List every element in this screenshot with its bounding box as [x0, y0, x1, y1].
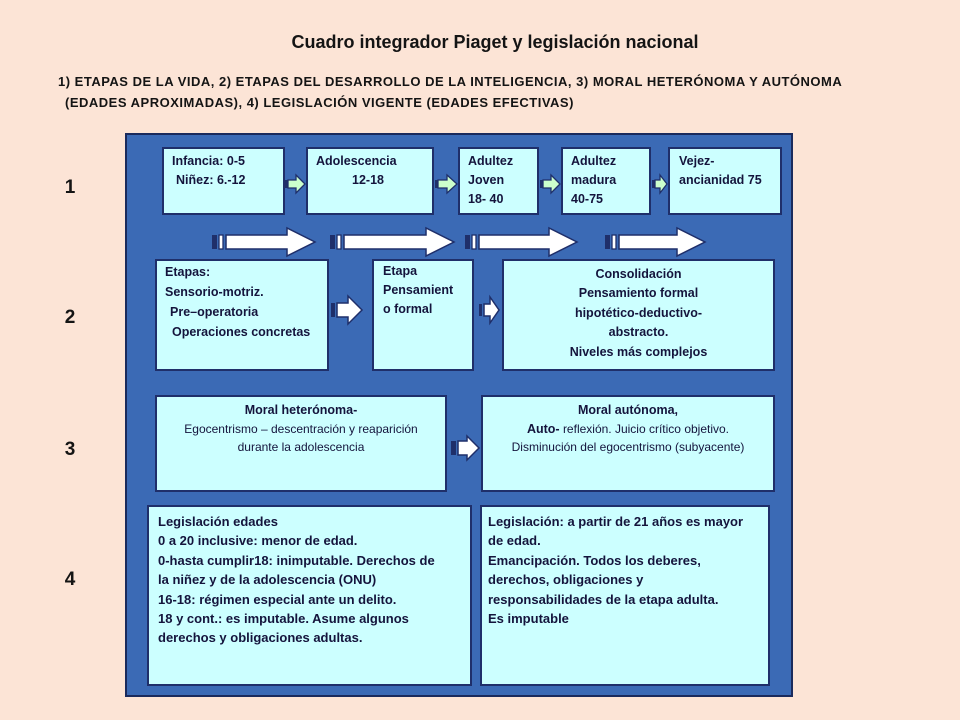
box-moral-autonoma: Moral autónoma, Auto- reflexión. Juicio …	[481, 395, 775, 492]
row-label-2: 2	[64, 307, 76, 328]
subtitle-line-2: (EDADES APROXIMADAS), 4) LEGISLACIÓN VIG…	[65, 95, 574, 110]
box-moral-heteronoma: Moral heterónoma- Egocentrismo – descent…	[155, 395, 447, 492]
box-heading: Moral autónoma,	[577, 403, 678, 417]
box-adultez-madura: Adultez madura 40-75	[561, 147, 651, 215]
box-line: reflexión. Juicio crítico objetivo.	[562, 422, 730, 436]
box-line: Pensamiento formal	[578, 286, 699, 301]
box-line-bold-part: Auto-	[526, 422, 560, 436]
box-line: o formal	[383, 302, 433, 316]
box-adultez-joven: Adultez Joven 18- 40	[458, 147, 539, 215]
box-line: Joven	[468, 173, 505, 187]
box-line: Vejez-	[679, 154, 715, 168]
row-label-1: 1	[64, 177, 76, 198]
box-line: 16-18: régimen especial ante un delito.	[158, 591, 397, 607]
box-line: abstracto.	[608, 325, 669, 340]
box-line: Legislación: a partir de 21 años es mayo…	[488, 514, 744, 529]
slide-title: Cuadro integrador Piaget y legislación n…	[291, 32, 699, 52]
box-line: Adultez	[571, 154, 617, 168]
box-line: Disminución del egocentrismo (subyacente…	[511, 440, 745, 454]
box-line: madura	[571, 173, 617, 187]
box-line: Etapa	[383, 264, 418, 278]
box-line: durante la adolescencia	[237, 440, 365, 454]
row-label-4: 4	[64, 569, 76, 590]
box-line: la niñez y de la adolescencia (ONU)	[158, 572, 377, 588]
box-adolescencia: Adolescencia 12-18	[306, 147, 434, 215]
box-line: Sensorio-motriz.	[165, 285, 264, 299]
box-line: derechos y obligaciones adultas.	[158, 630, 363, 646]
box-line: Operaciones concretas	[172, 325, 311, 339]
box-line: Egocentrismo – descentración y reaparici…	[184, 422, 418, 436]
box-line: derechos, obligaciones y	[488, 572, 644, 588]
box-line: Consolidación	[595, 267, 682, 281]
box-etapas-piaget: Etapas: Sensorio-motriz. Pre–operatoria …	[155, 259, 329, 371]
box-line: Emancipación. Todos los deberes,	[488, 552, 701, 568]
box-legislacion-edades: Legislación edades 0 a 20 inclusive: men…	[147, 505, 472, 686]
box-line: Pre–operatoria	[170, 305, 259, 319]
box-line: 40-75	[571, 192, 603, 206]
box-line: Infancia: 0-5	[172, 154, 245, 168]
box-line: Es imputable	[488, 611, 569, 627]
box-pensamiento-formal: Etapa Pensamient o formal	[372, 259, 474, 371]
box-line: Etapas:	[165, 265, 211, 279]
box-line: Pensamient	[383, 283, 454, 297]
box-consolidacion: Consolidación Pensamiento formal hipotét…	[502, 259, 775, 371]
box-line: 0-hasta cumplir18: inimputable. Derechos…	[158, 552, 435, 568]
box-line: responsabilidades de la etapa adulta.	[488, 591, 719, 607]
box-line: 12-18	[352, 173, 384, 187]
box-line: 0 a 20 inclusive: menor de edad.	[158, 533, 358, 549]
box-line: Niñez: 6.-12	[176, 173, 246, 187]
subtitle-line-1: 1) ETAPAS DE LA VIDA, 2) ETAPAS DEL DESA…	[58, 74, 843, 89]
box-legislacion-mayoria: Legislación: a partir de 21 años es mayo…	[480, 505, 770, 686]
box-line: 18- 40	[468, 192, 504, 206]
box-line: Niveles más complejos	[569, 344, 708, 359]
box-heading: Moral heterónoma-	[244, 403, 358, 417]
box-line: Adultez	[468, 154, 514, 168]
box-line: 18 y cont.: es imputable. Asume algunos	[158, 611, 409, 627]
box-line: Adolescencia	[316, 154, 397, 168]
box-line: ancianidad 75	[679, 173, 762, 187]
row-label-3: 3	[64, 439, 76, 460]
box-line: Legislación edades	[158, 514, 278, 529]
box-line: hipotético-deductivo-	[574, 305, 703, 320]
box-line: de edad.	[488, 533, 541, 549]
box-infancia-ninez: Infancia: 0-5 Niñez: 6.-12	[162, 147, 285, 215]
box-vejez: Vejez- ancianidad 75	[668, 147, 782, 215]
